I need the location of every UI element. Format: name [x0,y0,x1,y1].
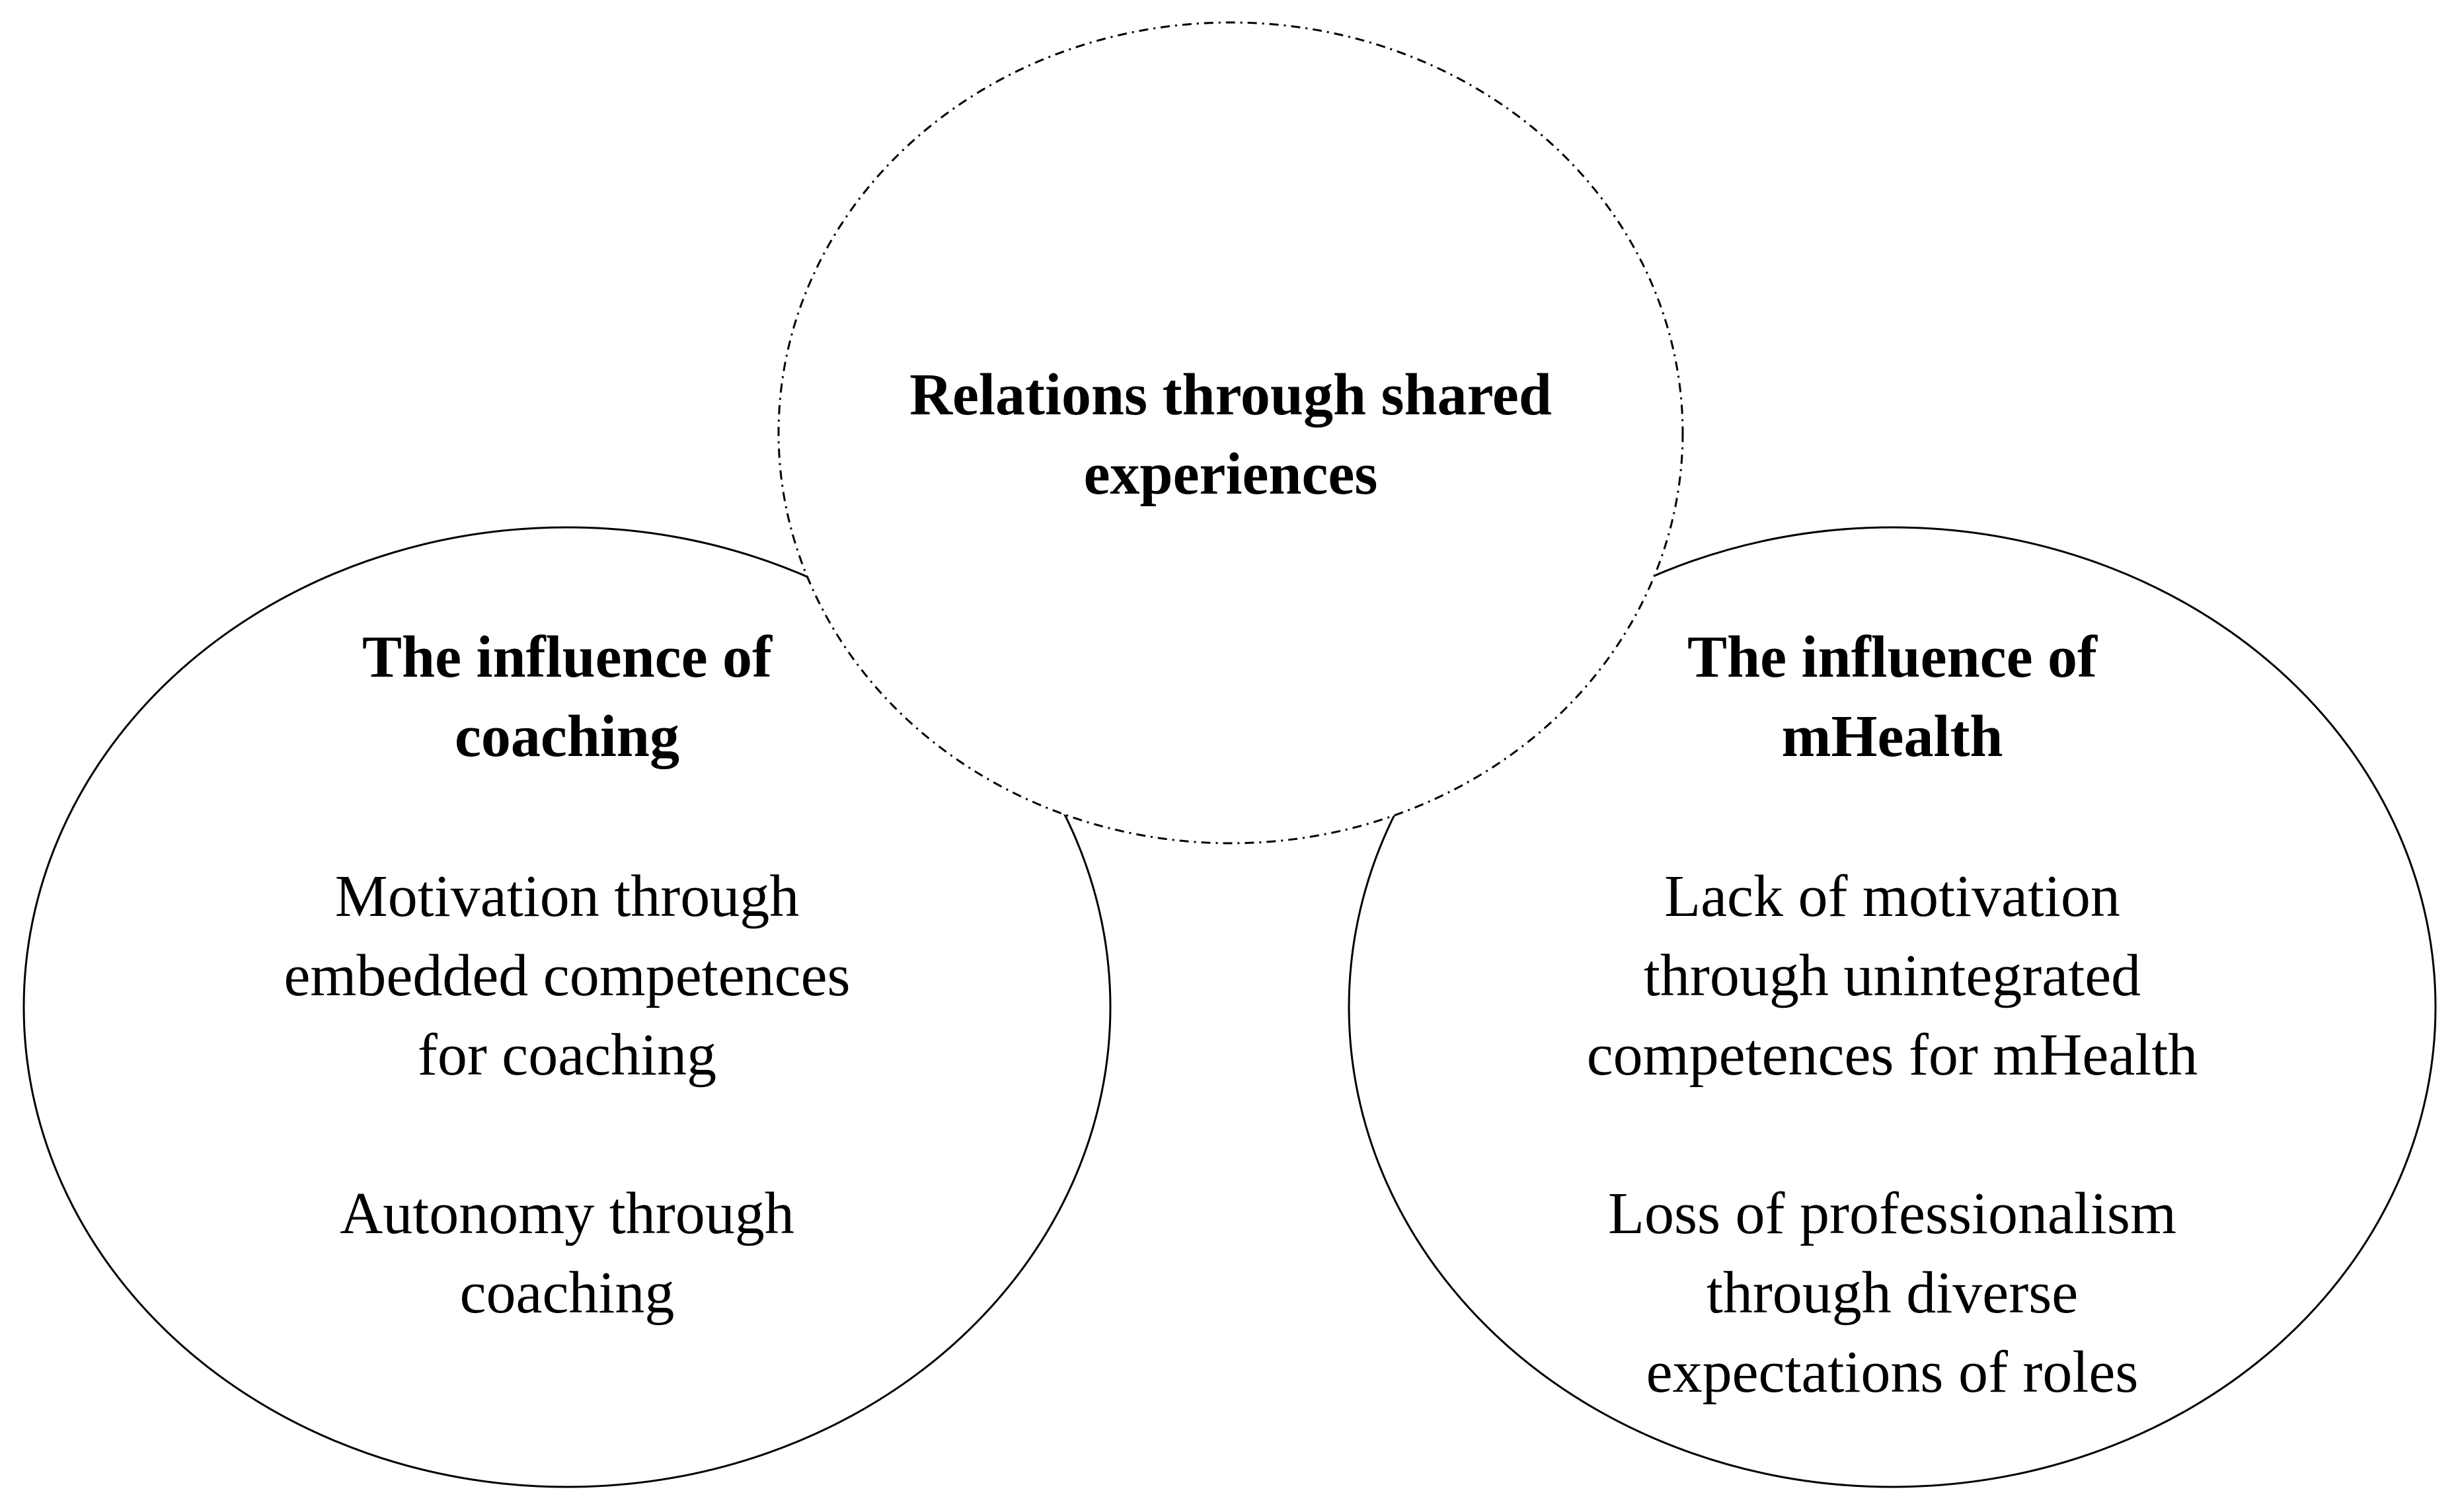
right-item2-line-3: expectations of roles [1646,1340,2139,1405]
top-circle [777,21,1684,845]
left-item2-line-1: Autonomy through [340,1181,794,1246]
left-item1-line-3: for coaching [417,1022,717,1088]
top-title-line-2: experiences [1083,441,1378,507]
right-item-loss-of-professionalism: Loss of professionalism through diverse … [1496,1174,2289,1412]
left-title-line-2: coaching [454,704,679,769]
left-item1-line-2: embedded competences [284,943,851,1008]
right-item-lack-of-motivation: Lack of motivation through unintegrated … [1496,857,2289,1095]
left-item1-line-1: Motivation through [334,864,800,929]
left-item-autonomy: Autonomy through coaching [171,1174,964,1333]
left-item2-line-2: coaching [459,1260,675,1326]
right-item2-line-1: Loss of professionalism [1608,1181,2176,1246]
top-title-line-1: Relations through shared [909,362,1552,428]
right-item2-line-2: through diverse [1706,1260,2079,1326]
left-circle [22,526,1112,1488]
top-circle-title: Relations through shared experiences [834,356,1627,514]
right-circle [1348,526,2437,1488]
right-item1-line-3: competences for mHealth [1586,1022,2198,1088]
right-item1-line-2: through unintegrated [1643,943,2141,1008]
left-circle-title: The influence of coaching [171,618,964,776]
right-circle-title: The influence of mHealth [1496,618,2289,776]
left-title-line-1: The influence of [362,624,772,690]
left-item-motivation: Motivation through embedded competences … [171,857,964,1095]
right-item1-line-1: Lack of motivation [1664,864,2120,929]
right-title-line-1: The influence of [1687,624,2097,690]
right-title-line-2: mHealth [1781,704,2003,769]
